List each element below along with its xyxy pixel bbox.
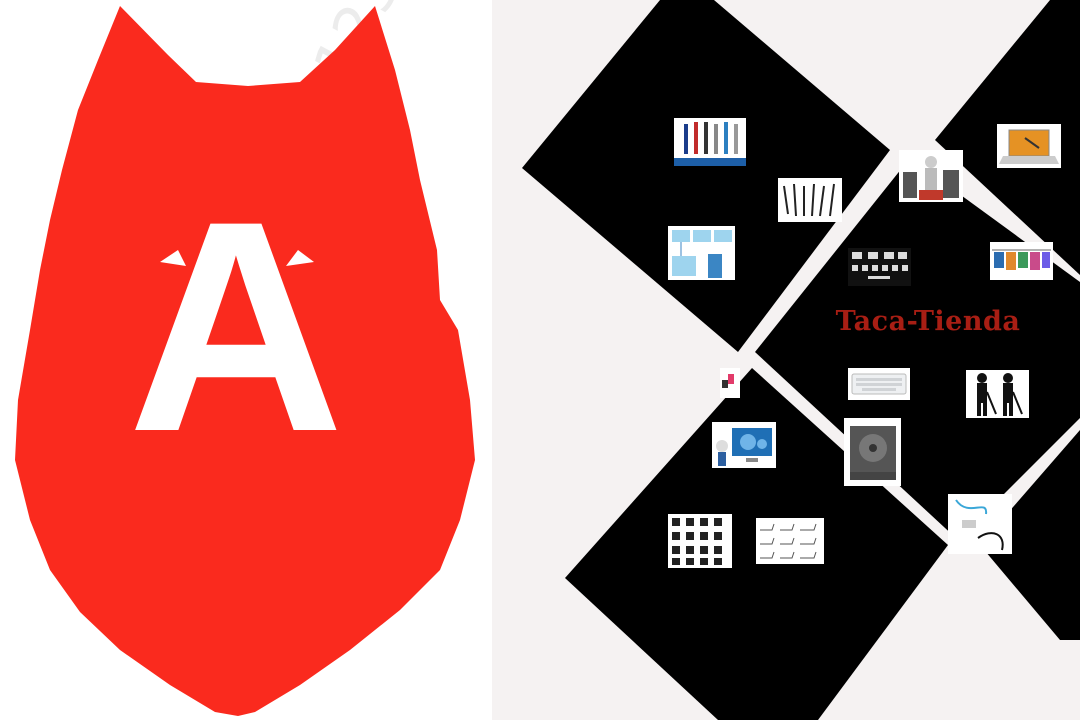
brand-title: Taca-Tienda bbox=[835, 306, 1021, 337]
keyboard-thumbnail[interactable] bbox=[848, 368, 910, 400]
network-diagram-icon bbox=[672, 230, 732, 278]
workers-silhouette-icon bbox=[977, 373, 1023, 416]
workers-thumbnail[interactable] bbox=[966, 370, 1029, 418]
wolf-silhouette bbox=[15, 6, 475, 716]
shoes-icon bbox=[760, 523, 817, 559]
cables-connectors-thumbnail[interactable] bbox=[674, 118, 746, 166]
cpu-cooler-icon bbox=[850, 426, 896, 480]
cable-icon bbox=[955, 499, 1004, 551]
monitor-gears-thumbnail[interactable] bbox=[712, 422, 776, 468]
logo-panel: 123 A bbox=[0, 0, 492, 720]
shoes-thumbnail[interactable] bbox=[756, 518, 824, 564]
technician-server-thumbnail[interactable] bbox=[899, 150, 963, 202]
gears-monitor-icon bbox=[716, 428, 772, 466]
av-connectors-icon bbox=[783, 183, 835, 217]
keyboard-icon bbox=[851, 373, 907, 395]
left-notch bbox=[160, 250, 186, 266]
devices-icon bbox=[852, 252, 908, 279]
clothing-icon bbox=[992, 249, 1051, 270]
tile-bottom-right bbox=[980, 430, 1080, 640]
right-notch bbox=[286, 250, 314, 266]
laptop-repair-thumbnail[interactable] bbox=[997, 124, 1061, 168]
small-logo-thumbnail[interactable] bbox=[720, 368, 740, 398]
devices-icons-thumbnail[interactable] bbox=[848, 248, 911, 286]
network-diagram-thumbnail[interactable] bbox=[668, 226, 735, 280]
laptop-repair-icon bbox=[999, 129, 1059, 164]
wolf-head-icon bbox=[15, 6, 475, 716]
cpu-fan-thumbnail[interactable] bbox=[844, 418, 901, 486]
usb-cables-icon bbox=[674, 122, 746, 166]
pink-logo-icon bbox=[722, 374, 734, 388]
icon-grid-icon bbox=[672, 518, 722, 565]
clothing-thumbnail[interactable] bbox=[990, 242, 1053, 280]
technician-icon bbox=[903, 156, 959, 200]
icon-grid-thumbnail[interactable] bbox=[668, 514, 732, 568]
logo-letter: A bbox=[127, 158, 345, 494]
tile-top-left bbox=[522, 0, 890, 352]
cable-headset-thumbnail[interactable] bbox=[948, 494, 1012, 554]
av-cables-thumbnail[interactable] bbox=[778, 178, 842, 222]
